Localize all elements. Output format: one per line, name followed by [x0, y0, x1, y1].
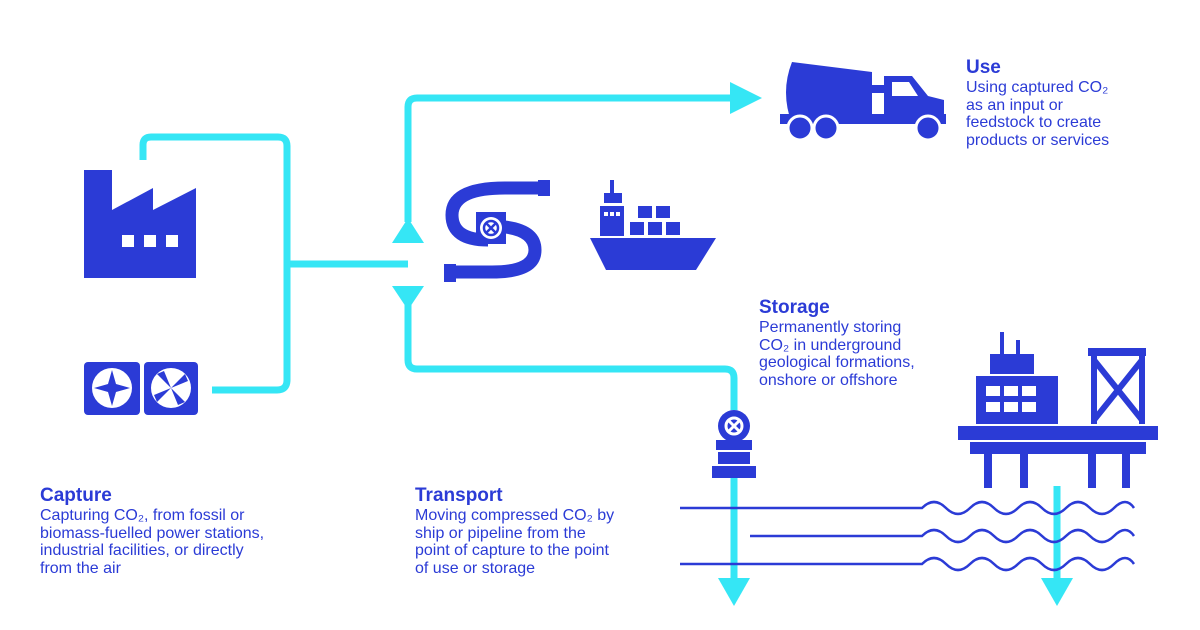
factory-icon — [84, 170, 196, 278]
hub-up-arrow-icon — [392, 218, 424, 243]
storage-title: Storage — [759, 297, 830, 318]
capture-description: Capturing CO₂, from fossil or biomass-fu… — [40, 507, 265, 577]
transport-description: Moving compressed CO₂ by ship or pipelin… — [415, 507, 615, 577]
transport-label: Transport Moving compressed CO₂ by ship … — [415, 485, 614, 577]
storage-description: Permanently storing CO₂ in underground g… — [759, 319, 915, 389]
use-description: Using captured CO₂ as an input or feedst… — [966, 79, 1110, 149]
storage-flow-line — [404, 304, 738, 410]
cement-mixer-truck-icon — [780, 62, 946, 142]
capture-label: Capture Capturing CO₂, from fossil or bi… — [40, 485, 264, 577]
transport-title: Transport — [415, 485, 503, 506]
wellhead-valve-icon — [712, 410, 756, 478]
use-label: Use Using captured CO₂ as an input or fe… — [966, 57, 1109, 149]
use-arrow-icon — [730, 82, 762, 114]
flow-arrows — [392, 82, 1073, 606]
wave-lines-icon — [680, 500, 1136, 572]
pipeline-valve-icon — [444, 180, 550, 282]
capture-title: Capture — [40, 485, 112, 506]
storage-label: Storage Permanently storing CO₂ in under… — [759, 297, 915, 389]
flow-lines — [139, 94, 1061, 582]
container-ship-icon — [590, 180, 716, 270]
well-down-arrow-icon — [718, 578, 750, 606]
direct-air-capture-fans-icon — [84, 362, 198, 415]
factory-flow-line — [139, 133, 291, 394]
offshore-platform-icon — [958, 332, 1158, 488]
offshore-down-arrow-icon — [1041, 578, 1073, 606]
use-title: Use — [966, 57, 1001, 78]
hub-down-arrow-icon — [392, 286, 424, 310]
use-flow-line — [404, 94, 735, 222]
